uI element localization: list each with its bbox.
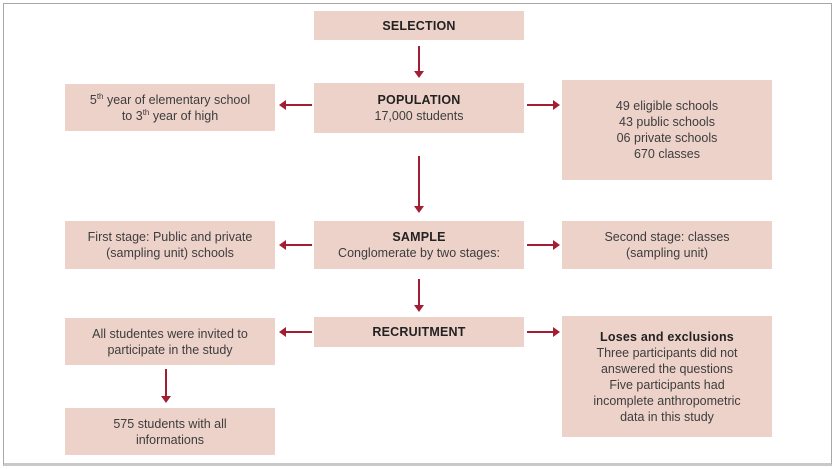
recruitment-title: RECRUITMENT	[372, 325, 466, 339]
arrow-population-to-sample	[412, 156, 426, 213]
flow-box-second-stage: Second stage: classes (sampling unit)	[562, 221, 772, 269]
selection-title: SELECTION	[382, 18, 456, 33]
arrow-recruitment-to-invited	[279, 326, 312, 338]
first-stage-line: First stage: Public and private	[87, 230, 253, 244]
loses-line: data in this study	[620, 409, 714, 424]
flow-box-selection: SELECTION	[314, 11, 524, 40]
loses-title: Loses and exclusions	[600, 329, 734, 344]
final-line: informations	[135, 432, 205, 447]
arrow-sample-to-recruitment	[412, 279, 426, 312]
schools-line: 43 public schools	[619, 115, 715, 129]
flow-box-recruitment: RECRUITMENT	[314, 317, 524, 347]
flow-box-invited: All studentes were invited to participat…	[65, 318, 275, 365]
flow-box-sample: SAMPLE Conglomerate by two stages:	[314, 221, 524, 269]
arrow-sample-to-first-stage	[279, 239, 312, 251]
schools-line: 670 classes	[633, 147, 700, 161]
sample-title: SAMPLE	[392, 230, 446, 244]
second-stage-line: Second stage: classes	[604, 230, 730, 244]
loses-line: answered the questions	[600, 361, 734, 376]
schools-line: 06 private schools	[616, 131, 718, 145]
schools-line: 49 eligible schools	[615, 99, 719, 113]
invited-line: participate in the study	[107, 342, 233, 357]
flow-box-eligible-schools: 49 eligible schools 43 public schools 06…	[562, 80, 772, 180]
flow-box-grade-range: 5th year of elementary school to 3th yea…	[65, 84, 275, 131]
arrow-recruitment-to-loses	[527, 326, 560, 338]
final-line: 575 students with all	[113, 416, 227, 431]
loses-line: incomplete anthropometric	[593, 393, 741, 408]
arrow-invited-to-final	[159, 369, 173, 403]
flow-box-first-stage: First stage: Public and private (samplin…	[65, 221, 275, 269]
loses-line: Five participants had	[609, 377, 725, 392]
sample-subtitle: Conglomerate by two stages:	[338, 246, 500, 260]
population-subtitle: 17,000 students	[374, 109, 464, 123]
second-stage-line: (sampling unit)	[626, 246, 708, 260]
arrow-selection-to-population	[412, 46, 426, 78]
arrow-sample-to-second-stage	[527, 239, 560, 251]
first-stage-line: (sampling unit) schools	[106, 246, 234, 260]
flow-box-final-sample: 575 students with all informations	[65, 408, 275, 455]
loses-line: Three participants did not	[596, 345, 738, 360]
grade-range-line1: 5th year of elementary school	[89, 91, 251, 107]
population-title: POPULATION	[377, 93, 461, 107]
arrow-population-to-schools	[527, 99, 560, 111]
flow-box-loses-exclusions: Loses and exclusions Three participants …	[562, 316, 772, 437]
flow-box-population: POPULATION 17,000 students	[314, 83, 524, 133]
grade-range-line2: to 3th year of high	[121, 107, 219, 123]
arrow-population-to-grade-range	[279, 99, 312, 111]
invited-line: All studentes were invited to	[92, 326, 248, 341]
